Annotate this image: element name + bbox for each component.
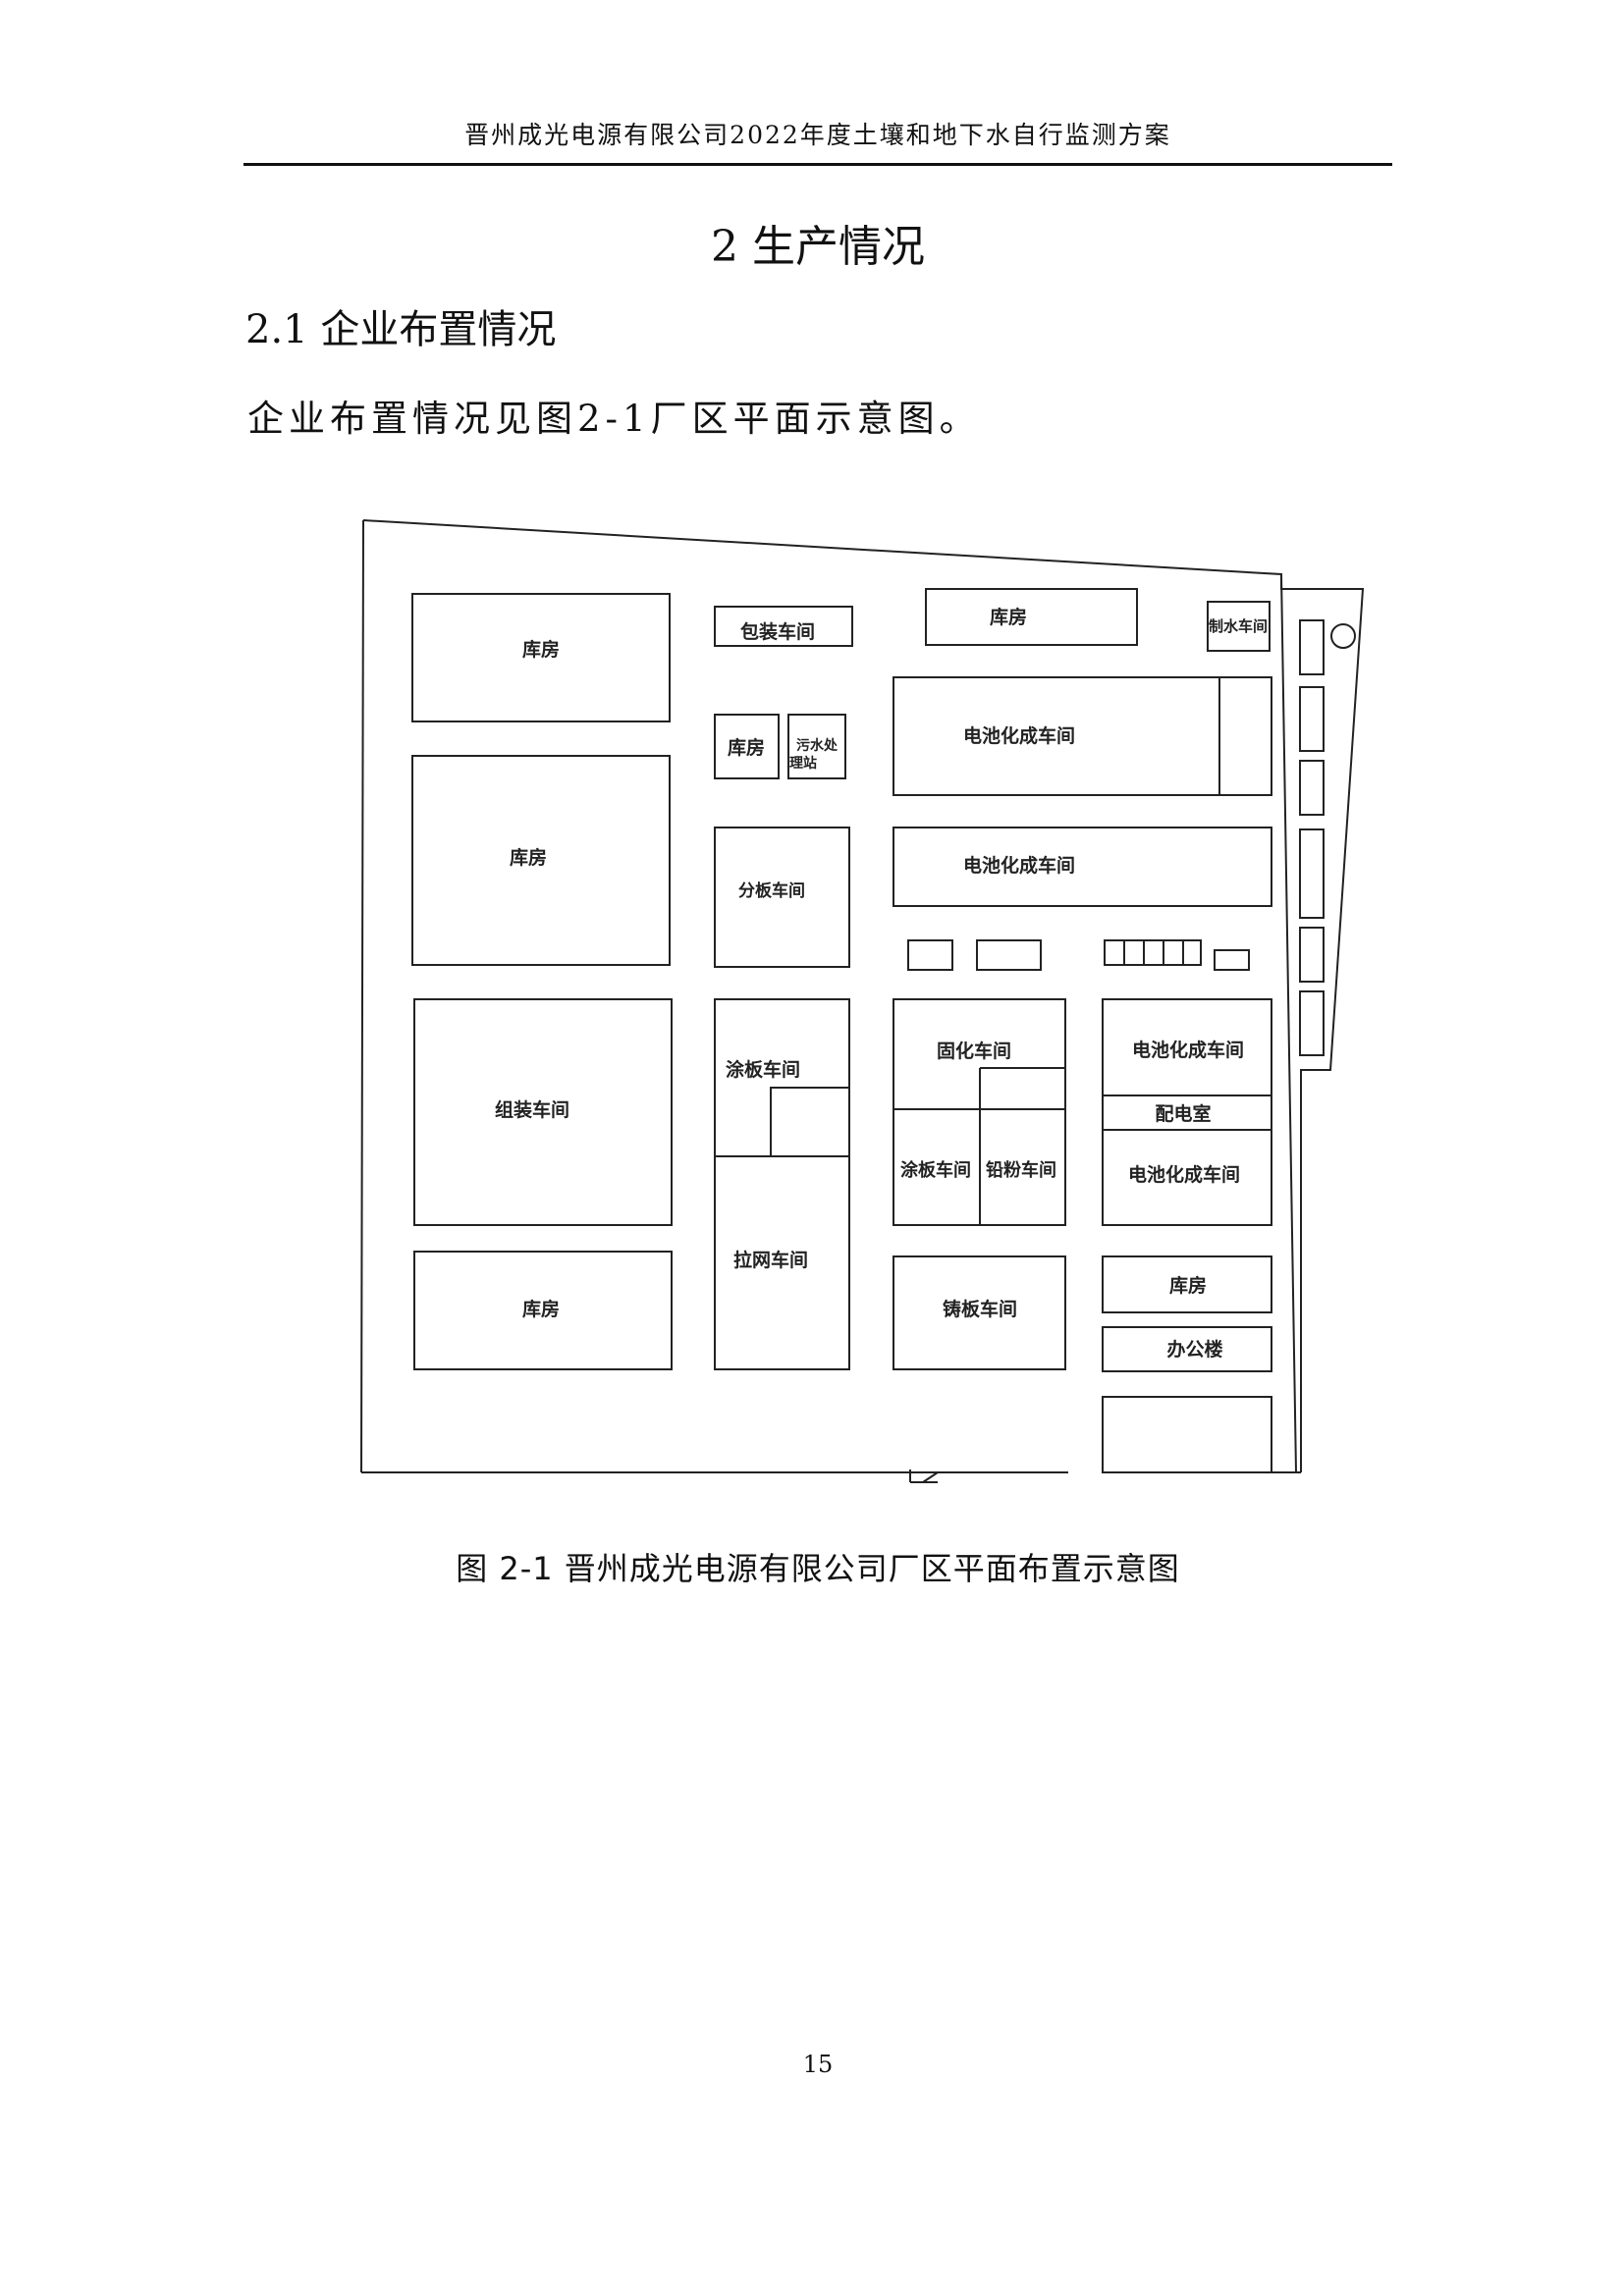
east-room: [1299, 619, 1325, 675]
warehouse-w2: [411, 755, 671, 966]
office-label: 办公楼: [1166, 1338, 1222, 1361]
warehouse-n-label: 库房: [990, 606, 1027, 628]
utility-room: [1182, 939, 1202, 966]
packaging-workshop: [714, 606, 853, 647]
running-header: 晋州成光电源有限公司2022年度土壤和地下水自行监测方案: [464, 121, 1171, 149]
well-marker: [1330, 623, 1356, 649]
warehouse-small-label: 库房: [728, 736, 765, 759]
east-room: [1299, 990, 1325, 1056]
site-boundary-east-wing: [1280, 574, 1365, 1472]
utility-room: [976, 939, 1042, 971]
warehouse-sw: [413, 1251, 673, 1370]
utility-room: [1123, 939, 1145, 966]
pasting-workshop-1-label: 涂板车间: [726, 1058, 800, 1081]
formation-workshop-4-label: 电池化成车间: [1128, 1163, 1240, 1186]
casting-label: 铸板车间: [943, 1298, 1017, 1320]
curing-label: 固化车间: [937, 1040, 1011, 1062]
plate-cutting-label: 分板车间: [738, 881, 805, 901]
water-making-label: 制水车间: [1209, 617, 1268, 635]
warehouse-small: [714, 714, 780, 779]
east-room: [1299, 828, 1325, 919]
warehouse-nw: [411, 593, 671, 722]
office-building: [1102, 1326, 1272, 1372]
formation-workshop-3-label: 电池化成车间: [1132, 1039, 1244, 1061]
site-boundary-west: [360, 519, 364, 1473]
assembly-workshop: [413, 998, 673, 1226]
gate-line: [922, 1471, 939, 1483]
warehouse-se: [1102, 1255, 1272, 1313]
casting-workshop: [893, 1255, 1066, 1370]
assembly-workshop-label: 组装车间: [495, 1098, 569, 1121]
page-number: 15: [802, 2051, 834, 2078]
sewage-treatment-station: [787, 714, 846, 779]
sewage-treatment-label: 理站: [789, 755, 817, 772]
grid-drawing-workshop: [714, 1155, 850, 1370]
water-making-workshop: [1207, 601, 1271, 652]
site-boundary: [362, 519, 1297, 1473]
figure-caption: 图 2-1 晋州成光电源有限公司厂区平面布置示意图: [456, 1550, 1180, 1587]
packaging-workshop-label: 包装车间: [740, 620, 815, 643]
warehouse-sw-label: 库房: [522, 1298, 560, 1320]
utility-room: [1104, 939, 1125, 966]
plate-cutting-workshop: [714, 827, 850, 968]
formation-workshop-1: [893, 676, 1272, 796]
utility-room: [907, 939, 953, 971]
utility-room: [1143, 939, 1164, 966]
power-room-label: 配电室: [1155, 1102, 1211, 1125]
pasting-workshop-1-annex: [770, 1087, 850, 1157]
grid-drawing-label: 拉网车间: [733, 1249, 808, 1271]
utility-room: [1214, 949, 1250, 971]
sewage-treatment-label: 污水处: [796, 737, 839, 754]
formation-workshop-1-label: 电池化成车间: [963, 724, 1075, 747]
east-room: [1299, 686, 1325, 752]
header-rule: [243, 163, 1392, 166]
lead-powder-label: 铅粉车间: [986, 1159, 1056, 1181]
chapter-title: 2 生产情况: [711, 222, 925, 272]
south-east-plot: [1102, 1396, 1272, 1473]
formation-workshop-4: [1102, 1129, 1272, 1226]
formation-workshop-2-label: 电池化成车间: [963, 854, 1075, 877]
east-room: [1299, 927, 1325, 983]
warehouse-n: [925, 588, 1138, 646]
warehouse-se-label: 库房: [1169, 1274, 1207, 1297]
pasting-workshop-2-label: 涂板车间: [900, 1159, 971, 1181]
utility-room: [1163, 939, 1184, 966]
warehouse-nw-label: 库房: [522, 638, 560, 661]
body-paragraph: 企业布置情况见图2-1厂区平面示意图。: [247, 398, 981, 440]
section-title: 2.1 企业布置情况: [245, 307, 557, 352]
warehouse-w2-label: 库房: [510, 846, 547, 869]
formation-workshop-2: [893, 827, 1272, 907]
east-room: [1299, 760, 1325, 816]
